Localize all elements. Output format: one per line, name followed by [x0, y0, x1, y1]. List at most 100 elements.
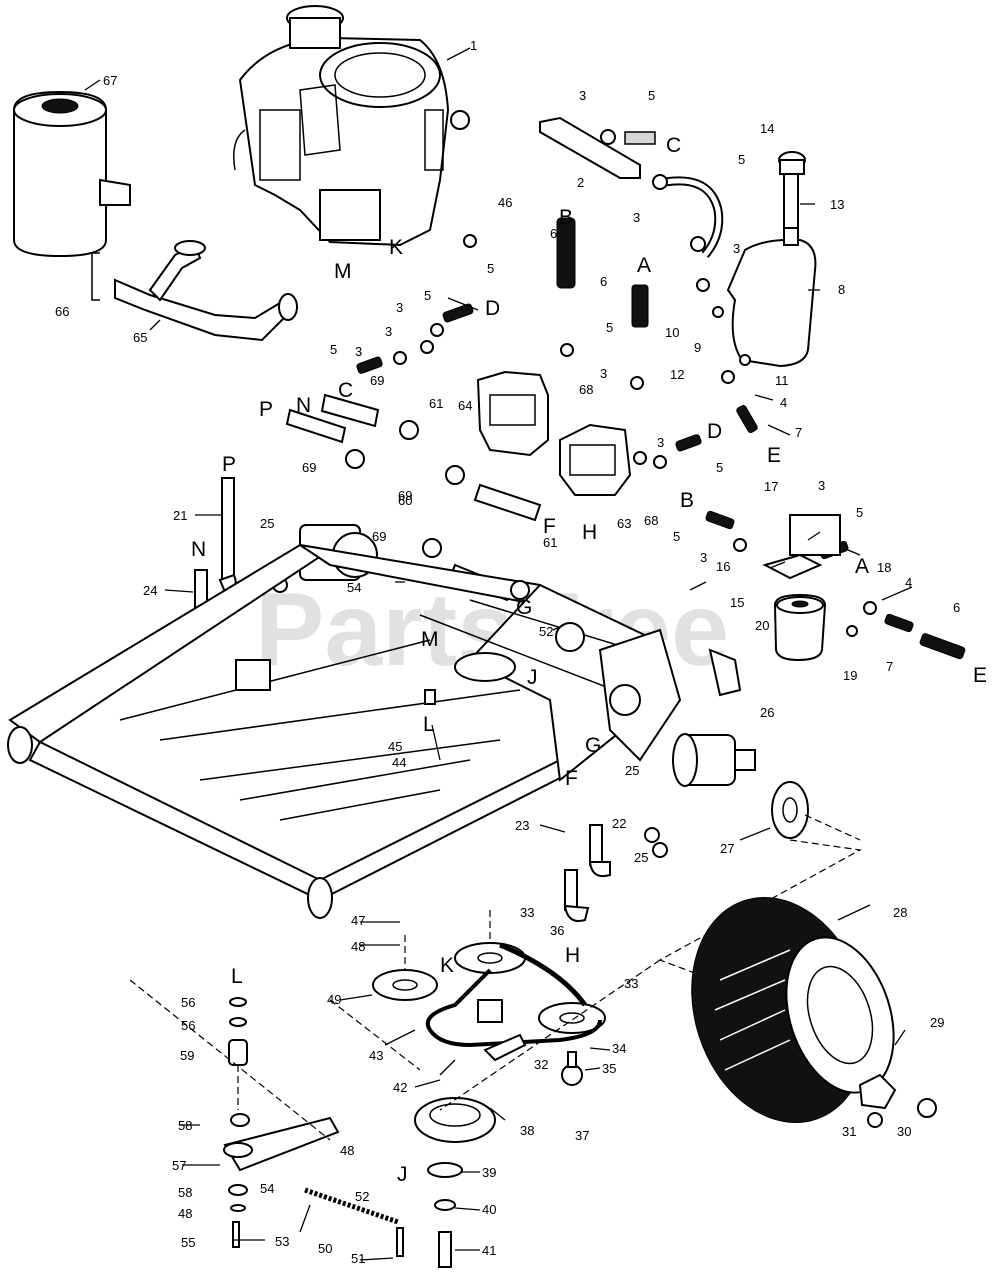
callout-68: 68 [579, 382, 593, 397]
callout-61: 61 [429, 396, 443, 411]
callout-25b: 25 [625, 763, 639, 778]
letter-E: E [767, 444, 781, 467]
callout-6: 6 [550, 226, 557, 241]
letter-A2: A [855, 555, 869, 578]
callout-69c: 69 [398, 488, 412, 503]
callout-56b: 56 [181, 1018, 195, 1033]
callout-20: 20 [755, 618, 769, 633]
callout-5h: 5 [673, 529, 680, 544]
callout-3f: 3 [355, 344, 362, 359]
letter-C2: C [338, 379, 353, 402]
letter-B2: B [680, 489, 694, 512]
callout-61b: 61 [543, 535, 557, 550]
callout-54: 54 [347, 580, 361, 595]
letter-K2: K [440, 954, 454, 977]
callout-48b: 48 [340, 1143, 354, 1158]
callout-5e: 5 [330, 342, 337, 357]
callout-33: 33 [520, 905, 534, 920]
callout-3h: 3 [657, 435, 664, 450]
letter-E2: E [973, 664, 987, 687]
letter-M2: M [421, 628, 439, 651]
callout-29: 29 [930, 1015, 944, 1030]
callout-7b: 7 [886, 659, 893, 674]
callout-5g: 5 [716, 460, 723, 475]
callout-3j: 3 [700, 550, 707, 565]
letter-A: A [637, 254, 651, 277]
callout-25c: 25 [634, 850, 648, 865]
callout-3b: 3 [633, 210, 640, 225]
callout-3d: 3 [396, 300, 403, 315]
callout-66: 66 [55, 304, 69, 319]
callout-44: 44 [392, 755, 406, 770]
callout-24: 24 [143, 583, 157, 598]
letter-D2: D [707, 420, 722, 443]
rear-wheel [691, 897, 895, 1123]
callout-56: 56 [181, 995, 195, 1010]
letter-callouts: A A B B C C D D E E F F G G H H J J K K … [191, 134, 987, 1186]
fuel-tank [726, 151, 817, 368]
pump-assembly [476, 370, 632, 496]
letter-J: J [527, 666, 538, 689]
callout-58b: 58 [178, 1185, 192, 1200]
callout-51: 51 [351, 1251, 365, 1266]
callout-54b: 54 [260, 1181, 274, 1196]
callout-43: 43 [369, 1048, 383, 1063]
callout-5f: 5 [606, 320, 613, 335]
callout-52b: 52 [355, 1189, 369, 1204]
letter-M: M [334, 260, 352, 283]
callout-63: 63 [617, 516, 631, 531]
callout-3g: 3 [600, 366, 607, 381]
letter-H: H [582, 521, 597, 544]
letter-G: G [516, 596, 532, 619]
leader-lines [164, 203, 913, 1261]
callout-5c: 5 [487, 261, 494, 276]
frame [7, 543, 742, 919]
callout-7: 7 [795, 425, 802, 440]
callout-5: 5 [648, 88, 655, 103]
callout-46: 46 [498, 195, 512, 210]
callout-64: 64 [458, 398, 472, 413]
callout-15: 15 [730, 595, 744, 610]
callout-42: 42 [393, 1080, 407, 1095]
letter-F2: F [565, 767, 578, 790]
callout-52: 52 [539, 624, 553, 639]
number-callouts: 1 2 3 3 3 3 3 3 3 3 3 3 4 4 5 5 5 5 5 5 … [55, 38, 960, 1266]
callout-37: 37 [575, 1128, 589, 1143]
callout-39: 39 [482, 1165, 496, 1180]
callout-11: 11 [775, 373, 789, 388]
callout-10: 10 [665, 325, 679, 340]
callout-58: 58 [178, 1118, 192, 1133]
right-drive-motor [563, 733, 809, 922]
callout-68b: 68 [644, 513, 658, 528]
callout-35: 35 [602, 1061, 616, 1076]
letter-J2: J [397, 1163, 408, 1186]
callout-67: 67 [103, 73, 117, 88]
callout-1: 1 [470, 38, 477, 53]
callout-27: 27 [720, 841, 734, 856]
callout-6c: 6 [953, 600, 960, 615]
callout-17: 17 [764, 479, 778, 494]
callout-33b: 33 [624, 976, 638, 991]
letter-B: B [559, 206, 573, 229]
callout-53: 53 [275, 1234, 289, 1249]
callout-50: 50 [318, 1241, 332, 1256]
callout-3e: 3 [385, 324, 392, 339]
callout-22: 22 [612, 816, 626, 831]
callout-6b: 6 [600, 274, 607, 289]
letter-P: P [259, 398, 273, 421]
callout-48: 48 [351, 939, 365, 954]
callout-26: 26 [760, 705, 774, 720]
letter-N: N [296, 394, 311, 417]
engine [233, 5, 470, 247]
callout-13: 13 [830, 197, 844, 212]
letter-L: L [423, 713, 435, 736]
callout-5d: 5 [424, 288, 431, 303]
callout-59: 59 [180, 1048, 194, 1063]
muffler [13, 90, 131, 258]
callout-55: 55 [181, 1235, 195, 1250]
callout-65: 65 [133, 330, 147, 345]
callout-48c: 48 [178, 1206, 192, 1221]
callout-2: 2 [577, 175, 584, 190]
callout-23: 23 [515, 818, 529, 833]
